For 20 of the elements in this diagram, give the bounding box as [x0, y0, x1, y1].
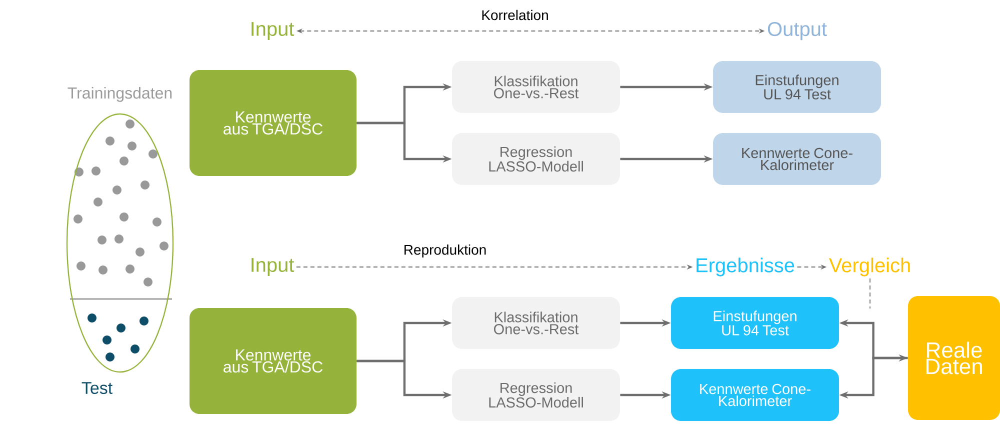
process-box: Kennwerte aus TGA/DSC [190, 308, 356, 414]
method-box: Regression LASSO-Modell [452, 133, 620, 185]
method-box: Regression LASSO-Modell [452, 369, 620, 421]
edge-label: Korrelation [480, 8, 550, 22]
result-box: Kennwerte Cone-Kalorimeter [671, 369, 839, 421]
method-box: Klassifikation One-vs.-Rest [452, 61, 620, 113]
result-box: Einstufungen UL 94 Test [671, 297, 839, 349]
stage-label: Vergleich [828, 258, 910, 276]
process-box: Kennwerte aus TGA/DSC [190, 70, 356, 176]
node-label: Test [82, 382, 112, 394]
node-label: Trainingsdaten [68, 86, 172, 102]
method-box: Klassifikation One-vs.-Rest [452, 297, 620, 349]
output-box: Einstufungen UL 94 Test [713, 61, 881, 113]
data-box: Reale Daten [908, 296, 1000, 420]
stage-label: Output [768, 22, 827, 40]
edge-label: Reproduktion [402, 243, 488, 259]
stage-label: Ergebnisse [696, 258, 794, 276]
stage-label: Input [252, 22, 294, 40]
output-box: Kennwerte Cone-Kalorimeter [713, 133, 881, 185]
stage-label: Input [252, 258, 294, 276]
